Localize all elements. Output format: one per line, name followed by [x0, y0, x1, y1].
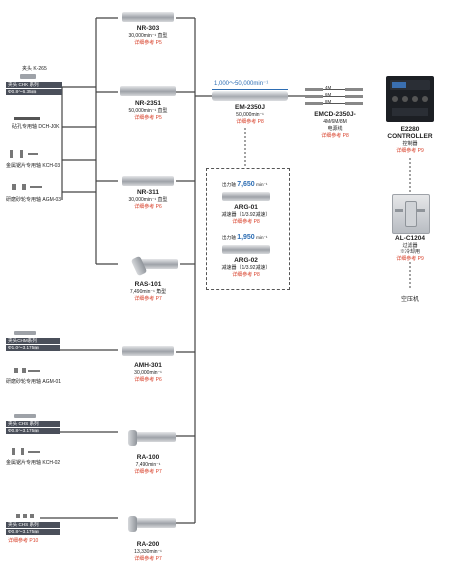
amh-301-model: AMH-301 [134, 362, 162, 369]
motor-speed-underline [212, 89, 288, 90]
cable-length-6m: 6M [325, 92, 332, 97]
agm03-label: 研磨砂轮专用轴 AGM-03 [6, 197, 62, 203]
reducer-2-output: 出力轴 1,950 min⁻¹ [222, 234, 268, 241]
nr-311-handpiece-image[interactable] [122, 176, 174, 186]
chs-range-label: Φ0.8～3.175㎜ [6, 428, 60, 434]
ra-100-ref-link[interactable]: 详细参考 P7 [134, 469, 162, 475]
chm-collet-icon [14, 331, 36, 335]
chk-series-label: 夹头 CHK 系列 [6, 82, 62, 88]
filter-model: AL-C1204 [395, 235, 425, 242]
motor-spec: 50,000min⁻¹ [236, 112, 264, 118]
reducer-2-model: ARG-02 [234, 257, 258, 264]
reducer-2-output-prefix: 出力轴 [222, 235, 236, 240]
grinding-shaft-icon [12, 184, 42, 190]
motor-model: EM-2350J [235, 104, 265, 111]
reducer-1-model: ARG-01 [234, 204, 258, 211]
nr-303-handpiece-image[interactable] [122, 12, 174, 22]
filter-desc: 过滤器 [402, 243, 418, 249]
reducer-2-output-unit: min⁻¹ [256, 235, 268, 240]
amh-301-spec: 30,000min⁻¹ [134, 370, 162, 376]
reducer-2-output-value: 1,950 [237, 234, 255, 241]
kch03-label: 金属锯片专用轴 KCH-03 [6, 163, 61, 169]
chs2-series-label: 夹头 CHS 系列 [6, 522, 60, 528]
reducer-1-ref-link[interactable]: 详细参考 P8 [232, 219, 260, 225]
nr-311-ref-link[interactable]: 详细参考 P6 [134, 204, 162, 210]
k265-label: 夹头 K-265 [22, 66, 47, 72]
reducer-1-desc: 减速器（1/3.92减速） [221, 212, 271, 218]
cable-model: EMCD-2350J- [314, 111, 356, 118]
ra-200-spec: 13,330min⁻¹ [134, 549, 162, 555]
reducer-1-output-unit: min⁻¹ [256, 182, 268, 187]
dch-label: 砧孔专用轴 DCH-J0K [12, 124, 60, 130]
chs-collet-icon [14, 414, 36, 418]
chs-series-label: 夹头 CHS 系列 [6, 421, 60, 427]
cable-length-8m: 8M [325, 99, 332, 104]
ras-101-handpiece-image[interactable] [130, 253, 178, 277]
nr-311-spec: 30,000min⁻¹ 直型 [128, 197, 168, 203]
chs2-range-label: Φ0.8～3.175㎜ [6, 529, 60, 535]
chs2-ref-link[interactable]: 详细参考 P10 [8, 538, 39, 544]
saw-blade-icon [10, 150, 38, 158]
nr-2351-model: NR-2351 [134, 100, 161, 107]
cable-model-suffix: 4M/6M/8M [323, 119, 347, 125]
nr-2351-ref-link[interactable]: 详细参考 P5 [134, 115, 162, 121]
ra-200-model: RA-200 [136, 541, 160, 548]
chm-range-label: Φ1.0～3.175㎜ [6, 345, 60, 351]
filter-ref-link[interactable]: 详细参考 P9 [396, 256, 424, 262]
chs2-collet-icon [16, 514, 42, 518]
chm-series-label: 夹头CHM系列 [6, 338, 60, 344]
ras-101-spec: 7,490min⁻¹ 角型 [129, 289, 167, 295]
ras-101-model: RAS-101 [134, 281, 162, 288]
cable-image[interactable] [305, 86, 363, 108]
nr-2351-spec: 50,000min⁻¹ 直型 [128, 108, 168, 114]
agm01-label: 研磨砂轮专用轴 AGM-01 [6, 379, 62, 385]
arg-02-reducer-image[interactable] [222, 245, 270, 254]
nr-303-model: NR-303 [136, 25, 160, 32]
nr-2351-handpiece-image[interactable] [120, 86, 176, 96]
air-compressor-label: 空压机 [400, 297, 419, 303]
controller-model: E2280 [400, 126, 420, 133]
shaft-icon [14, 117, 40, 120]
nr-311-model: NR-311 [136, 189, 160, 196]
reducer-group [206, 168, 290, 290]
agm01-shaft-icon [14, 368, 40, 373]
cable-length-4m: 4M [325, 85, 332, 90]
reducer-1-output-value: 7,650 [237, 181, 255, 188]
chk-range-label: Φ0.8～6.35㎜ [6, 89, 62, 95]
kch02-label: 金属锯片专用轴 KCH-02 [6, 460, 61, 466]
reducer-2-desc: 减速器（1/3.92减速） [221, 265, 271, 271]
ras-101-ref-link[interactable]: 详细参考 P7 [134, 296, 162, 302]
reducer-1-output-prefix: 出力轴 [222, 182, 236, 187]
cable-desc: 电源线 [327, 126, 343, 132]
filter-desc-note: ※冷却用 [399, 249, 420, 255]
motor-speed-tag: 1,000～50,000min⁻¹ [214, 81, 269, 87]
nr-303-spec: 30,000min⁻¹ 直型 [128, 33, 168, 39]
arg-01-reducer-image[interactable] [222, 192, 270, 201]
ra-100-model: RA-100 [136, 454, 160, 461]
ra-200-ref-link[interactable]: 详细参考 P7 [134, 556, 162, 562]
amh-301-handpiece-image[interactable] [122, 346, 174, 356]
reducer-1-output: 出力轴 7,650 min⁻¹ [222, 181, 268, 188]
ra-100-handpiece-image[interactable] [126, 428, 176, 448]
e2280-controller-image[interactable] [386, 76, 434, 122]
al-c1204-filter-image[interactable] [392, 194, 430, 234]
collet-icon [20, 74, 36, 79]
controller-ref-link[interactable]: 详细参考 P9 [396, 148, 424, 154]
cable-ref-link[interactable]: 详细参考 P8 [321, 133, 349, 139]
controller-model-line2: CONTROLLER [387, 133, 433, 140]
em-2350j-motor-image[interactable] [212, 91, 288, 101]
amh-301-ref-link[interactable]: 详细参考 P6 [134, 377, 162, 383]
ra-200-handpiece-image[interactable] [126, 514, 176, 534]
nr-303-ref-link[interactable]: 详细参考 P5 [134, 40, 162, 46]
motor-ref-link[interactable]: 详细参考 P8 [236, 119, 264, 125]
controller-desc: 控制器 [402, 141, 418, 147]
reducer-2-ref-link[interactable]: 详细参考 P8 [232, 272, 260, 278]
ra-100-spec: 7,490min⁻¹ [135, 462, 161, 468]
kch02-blade-icon [12, 448, 40, 455]
